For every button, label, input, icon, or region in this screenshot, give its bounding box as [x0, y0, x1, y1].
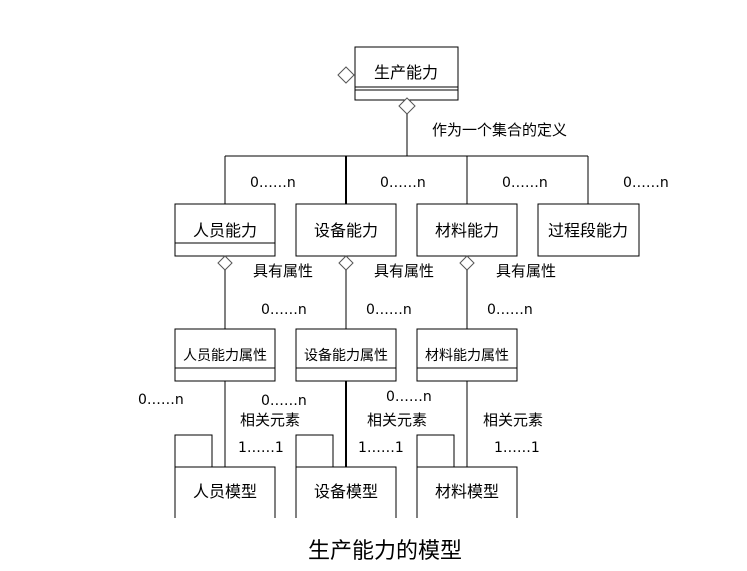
diagram-caption: 生产能力的模型	[308, 539, 462, 564]
package-equipment-model-label: 设备模型	[314, 482, 378, 501]
class-personnel-capability: 人员能力	[174, 203, 276, 257]
class-material-capability: 材料能力	[416, 203, 518, 257]
has-attribute-note: 具有属性	[496, 262, 556, 280]
package-equipment-model: 设备模型	[295, 434, 397, 518]
multiplicity-label: 0……n	[380, 175, 426, 191]
aggregation-diamond-icon	[459, 255, 475, 271]
package-personnel-model-label: 人员模型	[193, 482, 257, 501]
has-attribute-note: 具有属性	[374, 262, 434, 280]
related-element-note: 相关元素	[483, 411, 543, 429]
class-process-segment-capability-label: 过程段能力	[548, 221, 628, 240]
multiplicity-label: 0……n	[487, 302, 533, 318]
multiplicity-label: 0……n	[366, 302, 412, 318]
related-element-note: 相关元素	[240, 411, 300, 429]
package-personnel-model: 人员模型	[174, 434, 276, 518]
multiplicity-label: 1……1	[494, 440, 540, 456]
set-definition-note: 作为一个集合的定义	[432, 121, 567, 139]
multiplicity-label: 0……n	[502, 175, 548, 191]
multiplicity-label: 1……1	[358, 440, 404, 456]
class-equipment-capability-attribute: 设备能力属性	[295, 328, 397, 382]
class-material-capability-attribute: 材料能力属性	[416, 328, 518, 382]
related-element-note: 相关元素	[367, 411, 427, 429]
class-process-segment-capability: 过程段能力	[537, 203, 640, 257]
class-personnel-capability-label: 人员能力	[193, 221, 257, 240]
class-production-capability-label: 生产能力	[374, 63, 438, 82]
multiplicity-label: 0……n	[386, 389, 432, 405]
class-equipment-capability-label: 设备能力	[314, 221, 378, 240]
aggregation-diamond-icon	[217, 255, 233, 271]
class-equipment-capability-attribute-label: 设备能力属性	[304, 347, 388, 364]
class-equipment-capability: 设备能力	[295, 203, 397, 257]
package-material-model: 材料模型	[416, 434, 518, 518]
package-material-model-label: 材料模型	[435, 482, 499, 501]
self-aggregation-diamond-icon	[337, 66, 355, 84]
class-personnel-capability-attribute-label: 人员能力属性	[183, 348, 267, 364]
multiplicity-label: 0……n	[261, 302, 307, 318]
aggregation-diamond-icon	[338, 255, 354, 271]
multiplicity-label: 0……n	[261, 393, 307, 409]
has-attribute-note: 具有属性	[253, 262, 313, 280]
multiplicity-label: 0……n	[623, 175, 669, 191]
multiplicity-label: 0……n	[138, 392, 184, 408]
multiplicity-label: 1……1	[238, 440, 284, 456]
multiplicity-label: 0……n	[250, 175, 296, 191]
class-material-capability-label: 材料能力	[435, 221, 499, 240]
class-personnel-capability-attribute: 人员能力属性	[174, 328, 276, 382]
class-material-capability-attribute-label: 材料能力属性	[425, 348, 509, 364]
class-production-capability: 生产能力	[354, 46, 459, 101]
